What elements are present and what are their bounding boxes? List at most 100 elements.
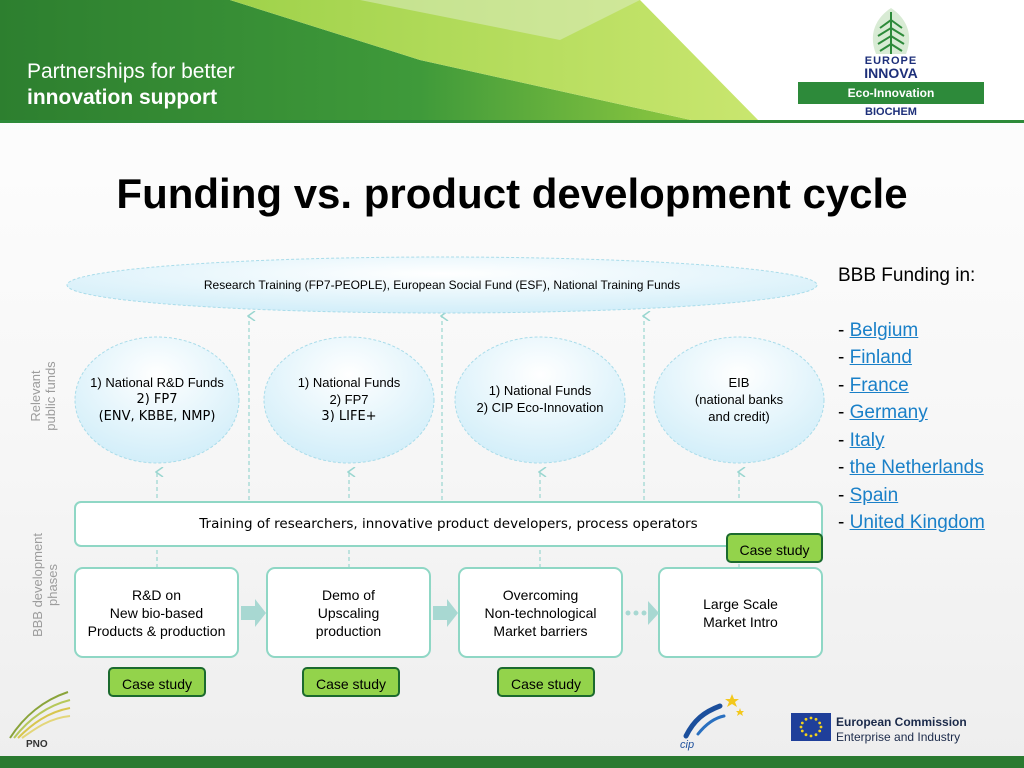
fund2-line3: 3) LIFE+	[321, 409, 377, 424]
ec-line2: Enterprise and Industry	[836, 730, 961, 744]
phase4-line1: Large Scale	[703, 596, 778, 612]
fund4-line2: (national banks	[694, 392, 784, 407]
country-row: - Germany	[838, 402, 928, 423]
footer-bar	[0, 756, 1024, 768]
phase2-line2: Upscaling	[317, 605, 380, 621]
banner-shape-highlight	[360, 0, 640, 40]
phase-box-1	[74, 567, 239, 658]
bbb-funding-heading: BBB Funding in:	[838, 265, 976, 286]
fund2-line1: 1) National Funds	[297, 375, 401, 390]
page-title: Funding vs. product development cycle	[116, 170, 908, 217]
country-row: - France	[838, 374, 909, 396]
country-link-finland[interactable]: Finland	[849, 347, 912, 368]
fund4-line3: and credit)	[708, 409, 770, 424]
banner-shape-light	[230, 0, 760, 122]
phase-box-2	[266, 567, 431, 658]
phase-box-4	[658, 567, 823, 658]
logo-eco-innovation-bar: Eco-Innovation	[798, 82, 984, 104]
country-row: - Belgium	[838, 319, 919, 341]
header-divider	[0, 120, 1024, 123]
fund4-line1: EIB	[728, 375, 750, 390]
phase-arrow-3-head	[648, 601, 659, 625]
tagline-line2: innovation support	[27, 86, 218, 109]
side-label-funds-line1: Relevant	[28, 370, 43, 422]
fund3-line1: 1) National Funds	[488, 383, 592, 398]
fund1-line1: 1) National R&D Funds	[90, 375, 224, 390]
side-label-funds-line2: public funds	[43, 361, 58, 431]
country-row: - Finland	[838, 347, 912, 368]
country-link-italy[interactable]: Italy	[849, 429, 885, 451]
fund2-line2: 2) FP7	[329, 392, 369, 407]
side-label-phases-line1: BBB development	[30, 532, 45, 638]
phase-arrow-3-dot3	[641, 610, 647, 616]
header-banner	[0, 0, 760, 122]
phase-text-4: Large Scale Market Intro	[659, 595, 822, 631]
phase3-line2: Non-technological	[484, 605, 597, 621]
phase3-line3: Market barriers	[493, 623, 588, 639]
phase-text-1: R&D on New bio-based Products & producti…	[70, 586, 243, 640]
side-label-phases: BBB development phases	[30, 525, 60, 645]
country-row: - United Kingdom	[838, 512, 985, 533]
phase-arrow-1	[241, 599, 266, 627]
country-link-germany[interactable]: Germany	[849, 402, 928, 423]
case-study-button-1[interactable]: Case study	[108, 667, 206, 697]
logo-line2: INNOVA	[864, 65, 918, 81]
country-link-belgium[interactable]: Belgium	[849, 319, 919, 341]
eu-flag-icon	[791, 713, 831, 741]
logo-line1: EUROPE	[864, 55, 918, 67]
fund-ellipse-3	[454, 336, 626, 464]
phase-arrows	[241, 599, 659, 627]
phase1-line3: Products & production	[87, 623, 226, 639]
leaf-icon	[872, 8, 910, 54]
research-training-oval	[66, 256, 818, 314]
fund1-line2: 2) FP7	[136, 392, 178, 407]
country-link-netherlands[interactable]: the Netherlands	[849, 457, 984, 478]
fund-text-3: 1) National Funds 2) CIP Eco-Innovation	[455, 382, 625, 416]
country-link-united-kingdom[interactable]: United Kingdom	[849, 512, 985, 533]
fund-text-4: EIB (national banks and credit)	[654, 374, 824, 425]
phase-arrow-3-dot2	[633, 610, 639, 616]
fund1-line3: (ENV, KBBE, NMP)	[98, 409, 216, 424]
fund-ellipse-1	[74, 336, 240, 464]
phase1-line2: New bio-based	[109, 605, 204, 621]
country-row: - Spain	[838, 484, 899, 506]
side-label-phases-line2: phases	[45, 564, 60, 606]
country-row: - the Netherlands	[838, 457, 984, 478]
side-label-funds: Relevant public funds	[28, 351, 58, 441]
fund-ellipse-4	[653, 336, 825, 464]
phase1-line1: R&D on	[131, 587, 182, 603]
phase3-line1: Overcoming	[502, 587, 579, 603]
phase-arrow-2	[433, 599, 458, 627]
case-study-button-3[interactable]: Case study	[497, 667, 595, 697]
case-study-button-4[interactable]: Case study	[726, 533, 823, 563]
phase-text-3: Overcoming Non-technological Market barr…	[459, 586, 622, 640]
pno-logo-icon	[9, 691, 71, 739]
cip-logo-icon: cip	[680, 694, 744, 751]
country-row: - Italy	[838, 429, 885, 451]
phase-text-2: Demo of Upscaling production	[267, 586, 430, 640]
fund3-line2: 2) CIP Eco-Innovation	[476, 400, 604, 415]
logo-biochem: BIOCHEM	[865, 106, 917, 118]
training-bar	[74, 501, 823, 547]
phase-arrow-3-dot1	[625, 610, 631, 616]
training-bar-text: Training of researchers, innovative prod…	[199, 516, 698, 532]
country-link-france[interactable]: France	[849, 374, 909, 396]
banner-shape-dark	[0, 0, 700, 122]
bbb-funding-list: BBB Funding in: - Belgium - Finland - Fr…	[838, 262, 1024, 537]
fund-text-2: 1) National Funds 2) FP7 3) LIFE+	[264, 374, 434, 425]
case-study-button-2[interactable]: Case study	[302, 667, 400, 697]
country-link-spain[interactable]: Spain	[849, 484, 899, 506]
pno-label: PNO	[26, 739, 48, 750]
europe-innova-logo: EUROPE INNOVA Eco-Innovation BIOCHEM	[798, 4, 984, 122]
phase2-line3: production	[315, 623, 382, 639]
fund-ellipse-2	[263, 336, 435, 464]
research-training-text: Research Training (FP7-PEOPLE), European…	[203, 278, 681, 292]
svg-text:cip: cip	[680, 739, 694, 751]
phase-box-3	[458, 567, 623, 658]
tagline-line1: Partnerships for better	[27, 60, 235, 83]
fund-text-1: 1) National R&D Funds 2) FP7 (ENV, KBBE,…	[75, 374, 239, 425]
header: Partnerships for better innovation suppo…	[0, 0, 1024, 122]
phase4-line2: Market Intro	[703, 614, 778, 630]
ec-line1: European Commission	[836, 715, 967, 729]
